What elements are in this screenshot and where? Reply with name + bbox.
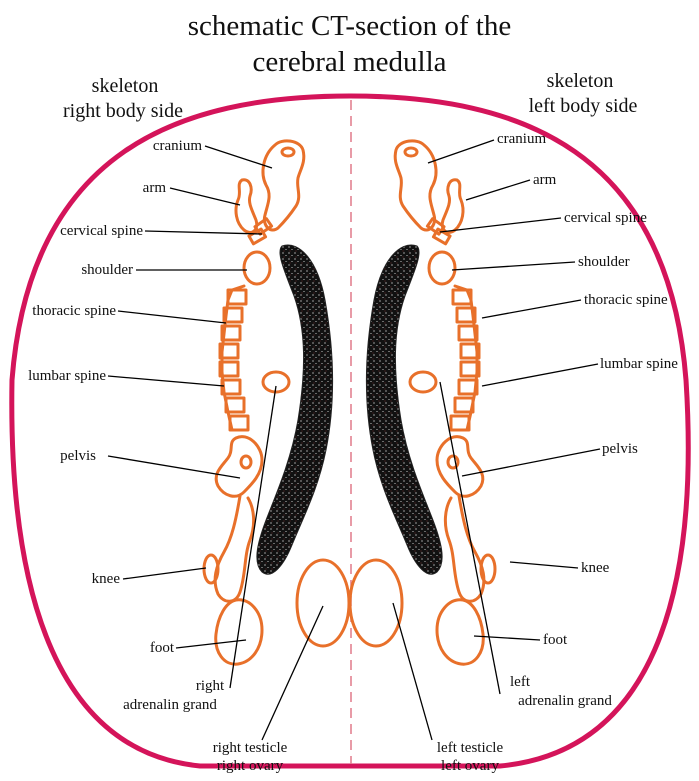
- label-left-adrenal-line1: left: [460, 674, 580, 691]
- label-left-gonad-line1: left testicle: [400, 740, 540, 757]
- label-right-gonad-line2: right ovary: [180, 758, 320, 775]
- side-heading-left-line2: left body side: [478, 95, 688, 118]
- label-right-shoulder: shoulder: [20, 262, 133, 279]
- label-left-lumbar-spine: lumbar spine: [600, 356, 678, 373]
- label-right-knee: knee: [0, 571, 120, 588]
- label-left-thoracic-spine: thoracic spine: [584, 292, 668, 309]
- side-heading-right-line1: skeleton: [30, 75, 220, 98]
- label-left-adrenal-line2: adrenalin grand: [495, 693, 635, 710]
- diagram-title-line1: schematic CT-section of the: [0, 9, 699, 43]
- side-heading-right-line2: right body side: [18, 100, 228, 123]
- label-right-pelvis: pelvis: [0, 448, 96, 465]
- label-left-cervical-spine: cervical spine: [564, 210, 647, 227]
- label-left-arm: arm: [533, 172, 556, 189]
- label-left-foot: foot: [543, 632, 567, 649]
- label-left-gonad-line2: left ovary: [400, 758, 540, 775]
- label-right-cranium: cranium: [80, 138, 202, 155]
- label-right-arm: arm: [60, 180, 166, 197]
- label-right-adrenal-line1: right: [150, 678, 270, 695]
- label-left-shoulder: shoulder: [578, 254, 630, 271]
- label-left-pelvis: pelvis: [602, 441, 638, 458]
- label-left-knee: knee: [581, 560, 609, 577]
- label-right-lumbar-spine: lumbar spine: [0, 368, 106, 385]
- side-heading-left-line1: skeleton: [485, 70, 675, 93]
- label-right-adrenal-line2: adrenalin grand: [100, 697, 240, 714]
- label-right-cervical-spine: cervical spine: [20, 223, 143, 240]
- label-left-cranium: cranium: [497, 131, 546, 148]
- label-right-thoracic-spine: thoracic spine: [0, 303, 116, 320]
- label-right-foot: foot: [0, 640, 174, 657]
- label-right-gonad-line1: right testicle: [180, 740, 320, 757]
